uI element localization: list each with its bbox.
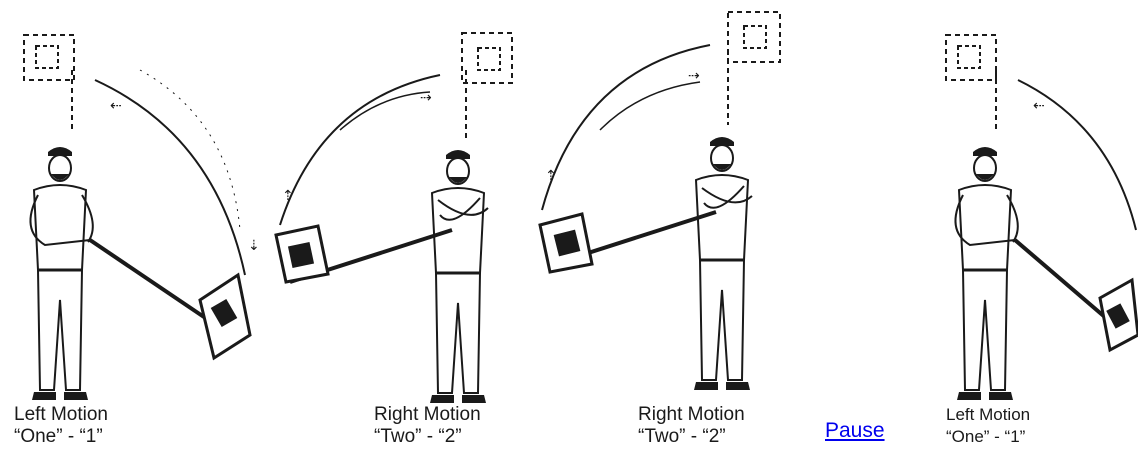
caption-count: “One” - “1” — [14, 426, 108, 448]
caption-motion: Left Motion — [946, 404, 1030, 426]
caption-count: “One” - “1” — [946, 426, 1030, 448]
svg-text:⇢: ⇢ — [420, 89, 432, 105]
caption-frame-1: Left Motion “One” - “1” — [14, 404, 108, 448]
caption-motion: Right Motion — [638, 404, 745, 426]
caption-motion: Left Motion — [14, 404, 108, 426]
caption-count: “Two” - “2” — [638, 426, 745, 448]
frame-3-figure: ⇡ ⇢ — [540, 12, 780, 390]
svg-text:⇠: ⇠ — [1033, 97, 1045, 113]
caption-frame-2: Right Motion “Two” - “2” — [374, 404, 481, 448]
caption-motion: Right Motion — [374, 404, 481, 426]
svg-text:⇣: ⇣ — [248, 237, 260, 253]
caption-count: “Two” - “2” — [374, 426, 481, 448]
svg-text:⇠: ⇠ — [110, 97, 122, 113]
svg-text:⇢: ⇢ — [688, 67, 700, 83]
caption-frame-4: Left Motion “One” - “1” — [946, 404, 1030, 448]
frame-1-figure: ⇠ ⇣ — [24, 35, 260, 400]
pause-link[interactable]: Pause — [825, 419, 885, 443]
svg-text:⇡: ⇡ — [282, 187, 294, 203]
frame-4-figure: ⇠ — [946, 35, 1138, 400]
caption-frame-3: Right Motion “Two” - “2” — [638, 404, 745, 448]
frame-2-figure: ⇡ ⇢ — [276, 33, 512, 403]
svg-text:⇡: ⇡ — [545, 167, 557, 183]
